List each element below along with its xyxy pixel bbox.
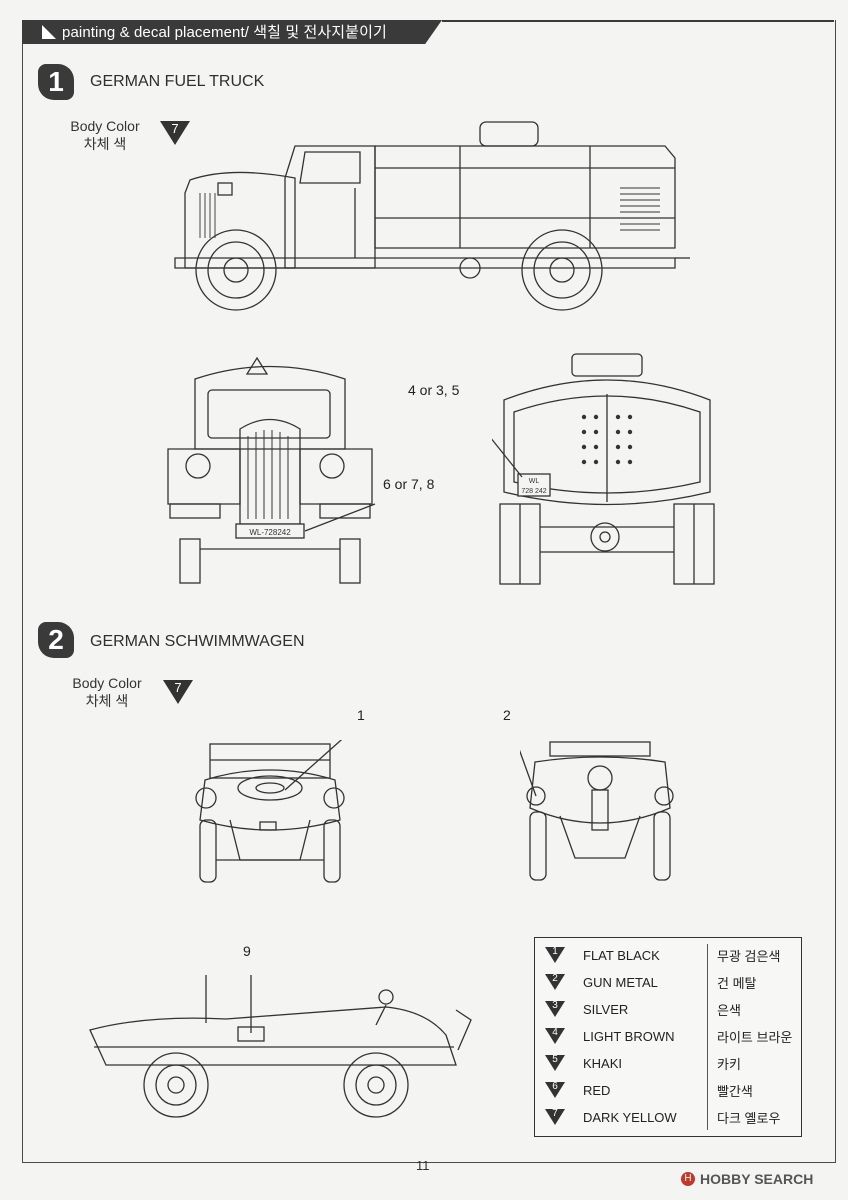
section-1-badge: 1 — [38, 64, 74, 100]
schwimmwagen-side-drawing — [89, 975, 472, 1118]
front-plate-text: WL-728242 — [249, 528, 291, 537]
legend-row: 6 RED 빨간색 — [535, 1077, 801, 1103]
callout-front-plate: 6 or 7, 8 — [383, 476, 435, 492]
watermark-logo-icon: H — [681, 1172, 695, 1186]
page-number: 11 — [416, 1158, 430, 1173]
fuel-truck-side-drawing — [174, 121, 690, 311]
legend-triangle-icon: 4 — [545, 1028, 565, 1044]
section-1-title: GERMAN FUEL TRUCK — [90, 73, 265, 90]
legend-row: 1 FLAT BLACK 무광 검은색 — [535, 942, 801, 968]
callout-schwimmwagen-rear: 2 — [503, 707, 511, 723]
legend-row: 2 GUN METAL 건 메탈 — [535, 969, 801, 995]
section-2-color-code-icon: 7 — [163, 680, 193, 704]
section-1-body-color-label: Body Color 차체 색 — [70, 118, 140, 152]
page-frame — [22, 20, 836, 1163]
legend-triangle-icon: 2 — [545, 974, 565, 990]
rear-plate-line1: WL — [529, 478, 540, 485]
callout-rear-plate: 4 or 3, 5 — [408, 382, 460, 398]
legend-triangle-icon: 3 — [545, 1001, 565, 1017]
schwimmwagen-rear-drawing — [520, 741, 674, 881]
schwimmwagen-front-drawing — [195, 740, 345, 883]
page-title: painting & decal placement/ 색칠 및 전사지붙이기 — [62, 24, 387, 41]
callout-schwimmwagen-side: 9 — [243, 943, 251, 959]
color-legend-table: 1 FLAT BLACK 무광 검은색 2 GUN METAL 건 메탈 3 S… — [534, 937, 802, 1137]
header-band — [22, 20, 442, 44]
header-triangle-icon — [42, 25, 56, 39]
fuel-truck-rear-drawing: WL 728 242 — [492, 353, 715, 585]
fuel-truck-front-drawing: WL-728242 — [167, 356, 376, 584]
section-2-title: GERMAN SCHWIMMWAGEN — [90, 633, 305, 650]
rear-plate-line2: 728 242 — [521, 488, 546, 495]
header-rule — [442, 20, 834, 22]
legend-row: 3 SILVER 은색 — [535, 996, 801, 1022]
legend-row: 4 LIGHT BROWN 라이트 브라운 — [535, 1023, 801, 1049]
legend-triangle-icon: 7 — [545, 1109, 565, 1125]
section-2-badge: 2 — [38, 622, 74, 658]
legend-triangle-icon: 1 — [545, 947, 565, 963]
section-1-color-code-icon: 7 — [160, 121, 190, 145]
watermark: HOBBY SEARCH — [700, 1171, 814, 1187]
legend-triangle-icon: 6 — [545, 1082, 565, 1098]
legend-row: 7 DARK YELLOW 다크 옐로우 — [535, 1104, 801, 1130]
callout-schwimmwagen-front: 1 — [357, 707, 365, 723]
legend-row: 5 KHAKI 카키 — [535, 1050, 801, 1076]
section-2-body-color-label: Body Color 차체 색 — [72, 675, 142, 709]
legend-triangle-icon: 5 — [545, 1055, 565, 1071]
legend-divider — [707, 944, 708, 1130]
